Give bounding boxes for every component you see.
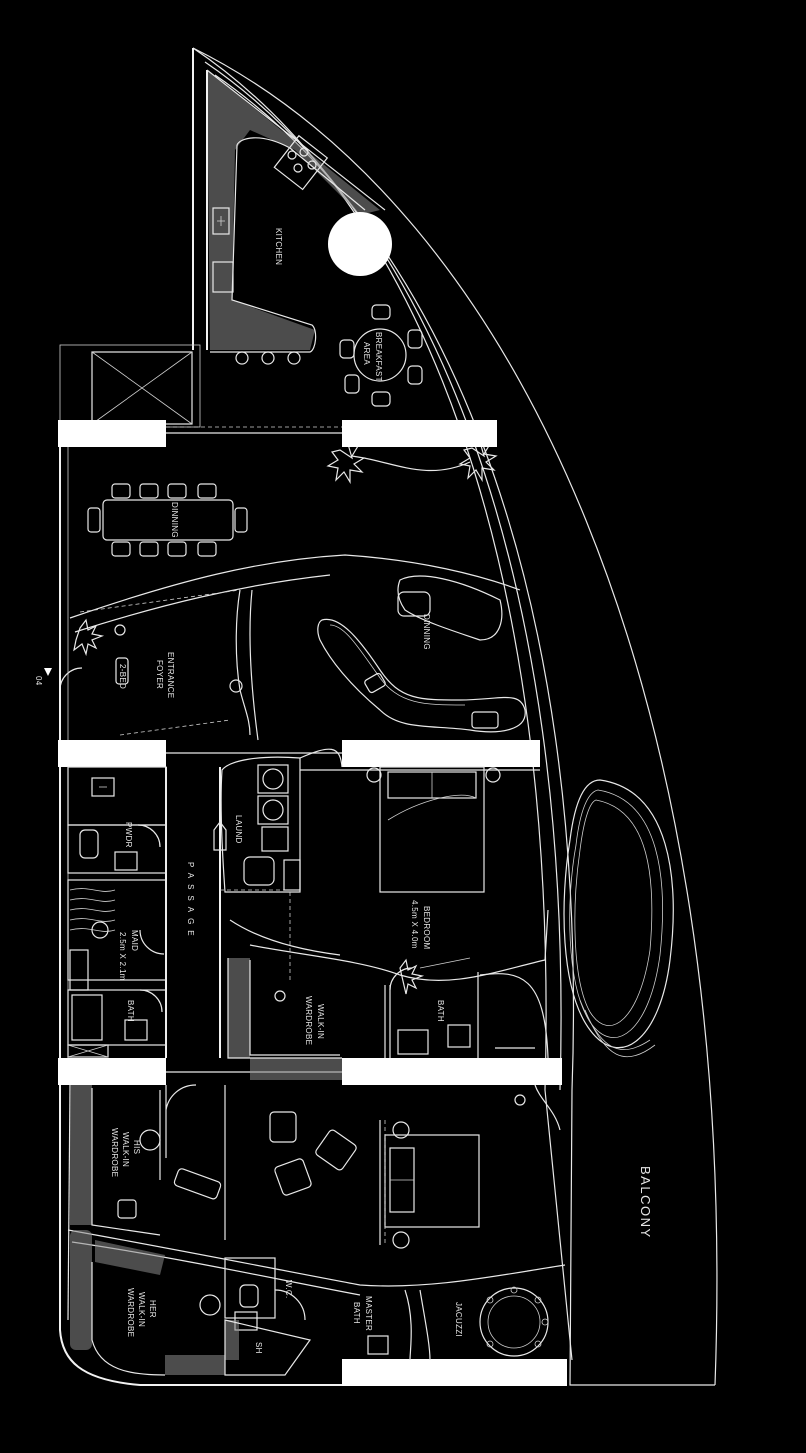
breakfast-label-2: AREA: [362, 342, 371, 365]
maid-label-2: 2.5m X 2.1m: [118, 932, 127, 981]
sh-label: SH: [254, 1342, 263, 1354]
passage-label: PASSAGE: [186, 862, 195, 942]
master-bath-label-2: BATH: [352, 1302, 361, 1324]
laund-label: LAUND: [234, 815, 243, 844]
bedroom-label-1: BEDROOM: [422, 906, 431, 949]
entrance-label-2: FOYER: [155, 660, 164, 689]
plants: [73, 441, 498, 995]
structural-columns: [58, 420, 567, 1386]
master-bath-label-1: MASTER: [364, 1296, 373, 1331]
bedroom-label-2: 4.5m X 4.0m: [410, 900, 419, 949]
walkin-wardrobe-mid: WALK-IN WARDROBE: [227, 958, 386, 1080]
entry-door-marker: 04: [34, 667, 83, 720]
walkin-label-1: WALK-IN: [316, 1004, 325, 1039]
wc-label: W.C.: [284, 1280, 293, 1299]
her-wardrobe: HER WALK-IN WARDROBE: [70, 1230, 225, 1376]
stair-void: [59, 344, 201, 428]
his-label-1: HIS: [132, 1140, 141, 1154]
bath-2: BATH: [389, 967, 549, 1059]
bar-stools: [235, 351, 301, 365]
maid-bath-label: BATH: [126, 1000, 135, 1022]
jacuzzi: JACUZZI: [419, 1286, 549, 1361]
walkin-label-2: WARDROBE: [304, 996, 313, 1045]
maid-label-1: MAID: [130, 930, 139, 951]
balcony-label: BALCONY: [638, 1166, 653, 1239]
her-label-2: WALK-IN: [137, 1292, 146, 1327]
pwdr-label: PWDR: [124, 822, 133, 848]
lounge-sofa: DINNING: [317, 575, 526, 733]
maid-bed-hatch: [69, 888, 116, 932]
master-bath: W.C. SH MASTER BATH: [224, 1257, 412, 1376]
breakfast-area: BREAKFAST AREA: [339, 304, 423, 407]
entrance-label-1: ENTRANCE: [166, 652, 175, 698]
his-wardrobe: HIS WALK-IN WARDROBE: [70, 1084, 222, 1236]
passage: PASSAGE: [165, 767, 221, 1058]
kitchen-area: KITCHEN: [192, 48, 392, 365]
her-label-1: HER: [148, 1300, 157, 1318]
balcony-loop: [563, 779, 674, 1058]
jacuzzi-label: JACUZZI: [454, 1302, 463, 1337]
breakfast-label-1: BREAKFAST: [374, 332, 383, 382]
pwdr-maid-zone: PWDR MAID 2.5m X 2.1m BATH: [67, 766, 167, 1058]
his-label-2: WALK-IN: [121, 1132, 130, 1167]
master-bedroom: [224, 1084, 561, 1249]
bath2-label: BATH: [436, 1000, 445, 1022]
her-label-3: WARDROBE: [126, 1288, 135, 1337]
dining-table-label: DINNING: [170, 502, 179, 538]
foyer-walls: 2-BED ENTRANCE FOYER: [69, 554, 521, 741]
cooktop-icon: [273, 134, 329, 191]
door-number-label: 04: [34, 676, 43, 686]
laundry: LAUND: [213, 756, 301, 893]
partition-walls: [166, 426, 342, 1073]
kitchen-label: KITCHEN: [274, 228, 283, 265]
his-label-3: WARDROBE: [110, 1128, 119, 1177]
bedroom-1: BEDROOM 4.5m X 4.0m: [229, 748, 549, 981]
dining-lounge-label: DINNING: [422, 614, 431, 650]
two-bed-label: 2-BED: [118, 664, 127, 689]
dining-table: DINNING: [87, 483, 248, 557]
kitchen-round-table: [328, 212, 392, 276]
